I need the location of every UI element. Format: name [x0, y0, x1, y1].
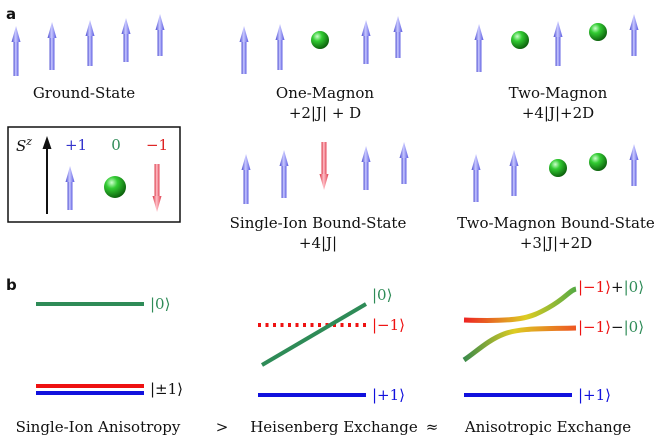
panel-b-label: b — [6, 276, 17, 294]
single-ion-label: Single-Ion Bound-State — [230, 214, 407, 232]
level-avoided-upper — [463, 286, 577, 323]
one-magnon-energy: +2|J| + D — [289, 104, 361, 122]
legend-plus-one: +1 — [65, 136, 87, 154]
ket-zero-middle: |0⟩ — [372, 286, 392, 304]
levels-single-ion: |0⟩ |±1⟩ — [36, 295, 183, 398]
single-ion-spin-up-arrow — [361, 146, 371, 190]
ground-spin-up-arrow — [11, 26, 21, 76]
one-magnon-label: One-Magnon — [276, 84, 374, 102]
ket-pm1: |±1⟩ — [150, 380, 183, 398]
ket-zero-left: |0⟩ — [150, 295, 170, 313]
two-magnon-zero-ball — [511, 31, 529, 49]
legend-frame — [7, 126, 181, 223]
two-magnon-energy: +4|J|+2D — [522, 104, 594, 122]
two-magnon-bound-spin-up-arrow — [509, 150, 519, 196]
two-magnon-label: Two-Magnon — [509, 84, 608, 102]
ket-minus1-middle: |−1⟩ — [372, 316, 405, 334]
ground-spin-up-arrow — [47, 22, 57, 70]
two-magnon-bound-zero-ball — [589, 153, 607, 171]
single-ion-spin-up-arrow — [279, 150, 289, 198]
ground-spin-up-arrow — [121, 18, 131, 62]
one-magnon-spin-up-arrow — [393, 16, 403, 58]
single-ion-spin-up-arrow — [399, 142, 409, 184]
legend-axis-label: Sz — [16, 135, 32, 155]
two-magnon-zero-ball — [589, 23, 607, 41]
single-ion-energy: +4|J| — [299, 234, 337, 252]
legend-box: Sz +1 0 −1 — [7, 126, 181, 223]
two-magnon-spin-up-arrow — [474, 24, 484, 72]
caption-heisenberg: Heisenberg Exchange — [250, 418, 418, 436]
ket-plus1-middle: |+1⟩ — [372, 386, 405, 404]
two-magnon-bound-energy: +3|J|+2D — [520, 234, 592, 252]
ground-spin-up-arrow — [85, 20, 95, 66]
ket-plus1-right: |+1⟩ — [578, 386, 611, 404]
legend-zero-ball — [104, 176, 126, 198]
two-magnon-spin-up-arrow — [553, 21, 563, 66]
ket-m1-plus-0: |−1⟩+|0⟩ — [578, 278, 644, 296]
legend-minus-one: −1 — [146, 136, 168, 154]
ket-m1-minus-0: |−1⟩−|0⟩ — [578, 318, 644, 336]
legend-spin-down-arrow — [152, 164, 162, 212]
caption-gt: > — [216, 418, 229, 436]
one-magnon-spin-up-arrow — [239, 26, 249, 74]
two-magnon-bound-spin-up-arrow — [629, 144, 639, 186]
two-magnon-bound-label: Two-Magnon Bound-State — [457, 214, 655, 232]
levels-anisotropic: |−1⟩+|0⟩ |−1⟩−|0⟩ |+1⟩ — [462, 278, 644, 404]
two-magnon-bound-zero-ball — [549, 159, 567, 177]
legend-zero: 0 — [111, 136, 121, 154]
level-zero-slope — [260, 302, 368, 367]
two-magnon-spin-up-arrow — [629, 14, 639, 56]
single-ion-spin-down-arrow — [319, 142, 329, 190]
ground-state-label: Ground-State — [33, 84, 135, 102]
caption-approx: ≈ — [426, 418, 439, 436]
levels-heisenberg: |−1⟩ |0⟩ |+1⟩ — [258, 286, 405, 404]
ground-spin-up-arrow — [155, 14, 165, 56]
one-magnon-spin-up-arrow — [361, 20, 371, 64]
level-avoided-lower — [462, 325, 577, 363]
caption-anisotropic: Anisotropic Exchange — [464, 418, 631, 436]
single-ion-spin-up-arrow — [241, 154, 251, 204]
two-magnon-bound-spin-up-arrow — [471, 154, 481, 202]
legend-axis-arrowhead — [42, 136, 52, 149]
legend-spin-up-arrow — [65, 166, 75, 210]
one-magnon-spin-up-arrow — [275, 24, 285, 70]
spin-glyphs — [11, 14, 639, 212]
caption-single-ion: Single-Ion Anisotropy — [16, 418, 181, 436]
one-magnon-zero-ball — [311, 31, 329, 49]
panel-a-label: a — [6, 5, 16, 23]
